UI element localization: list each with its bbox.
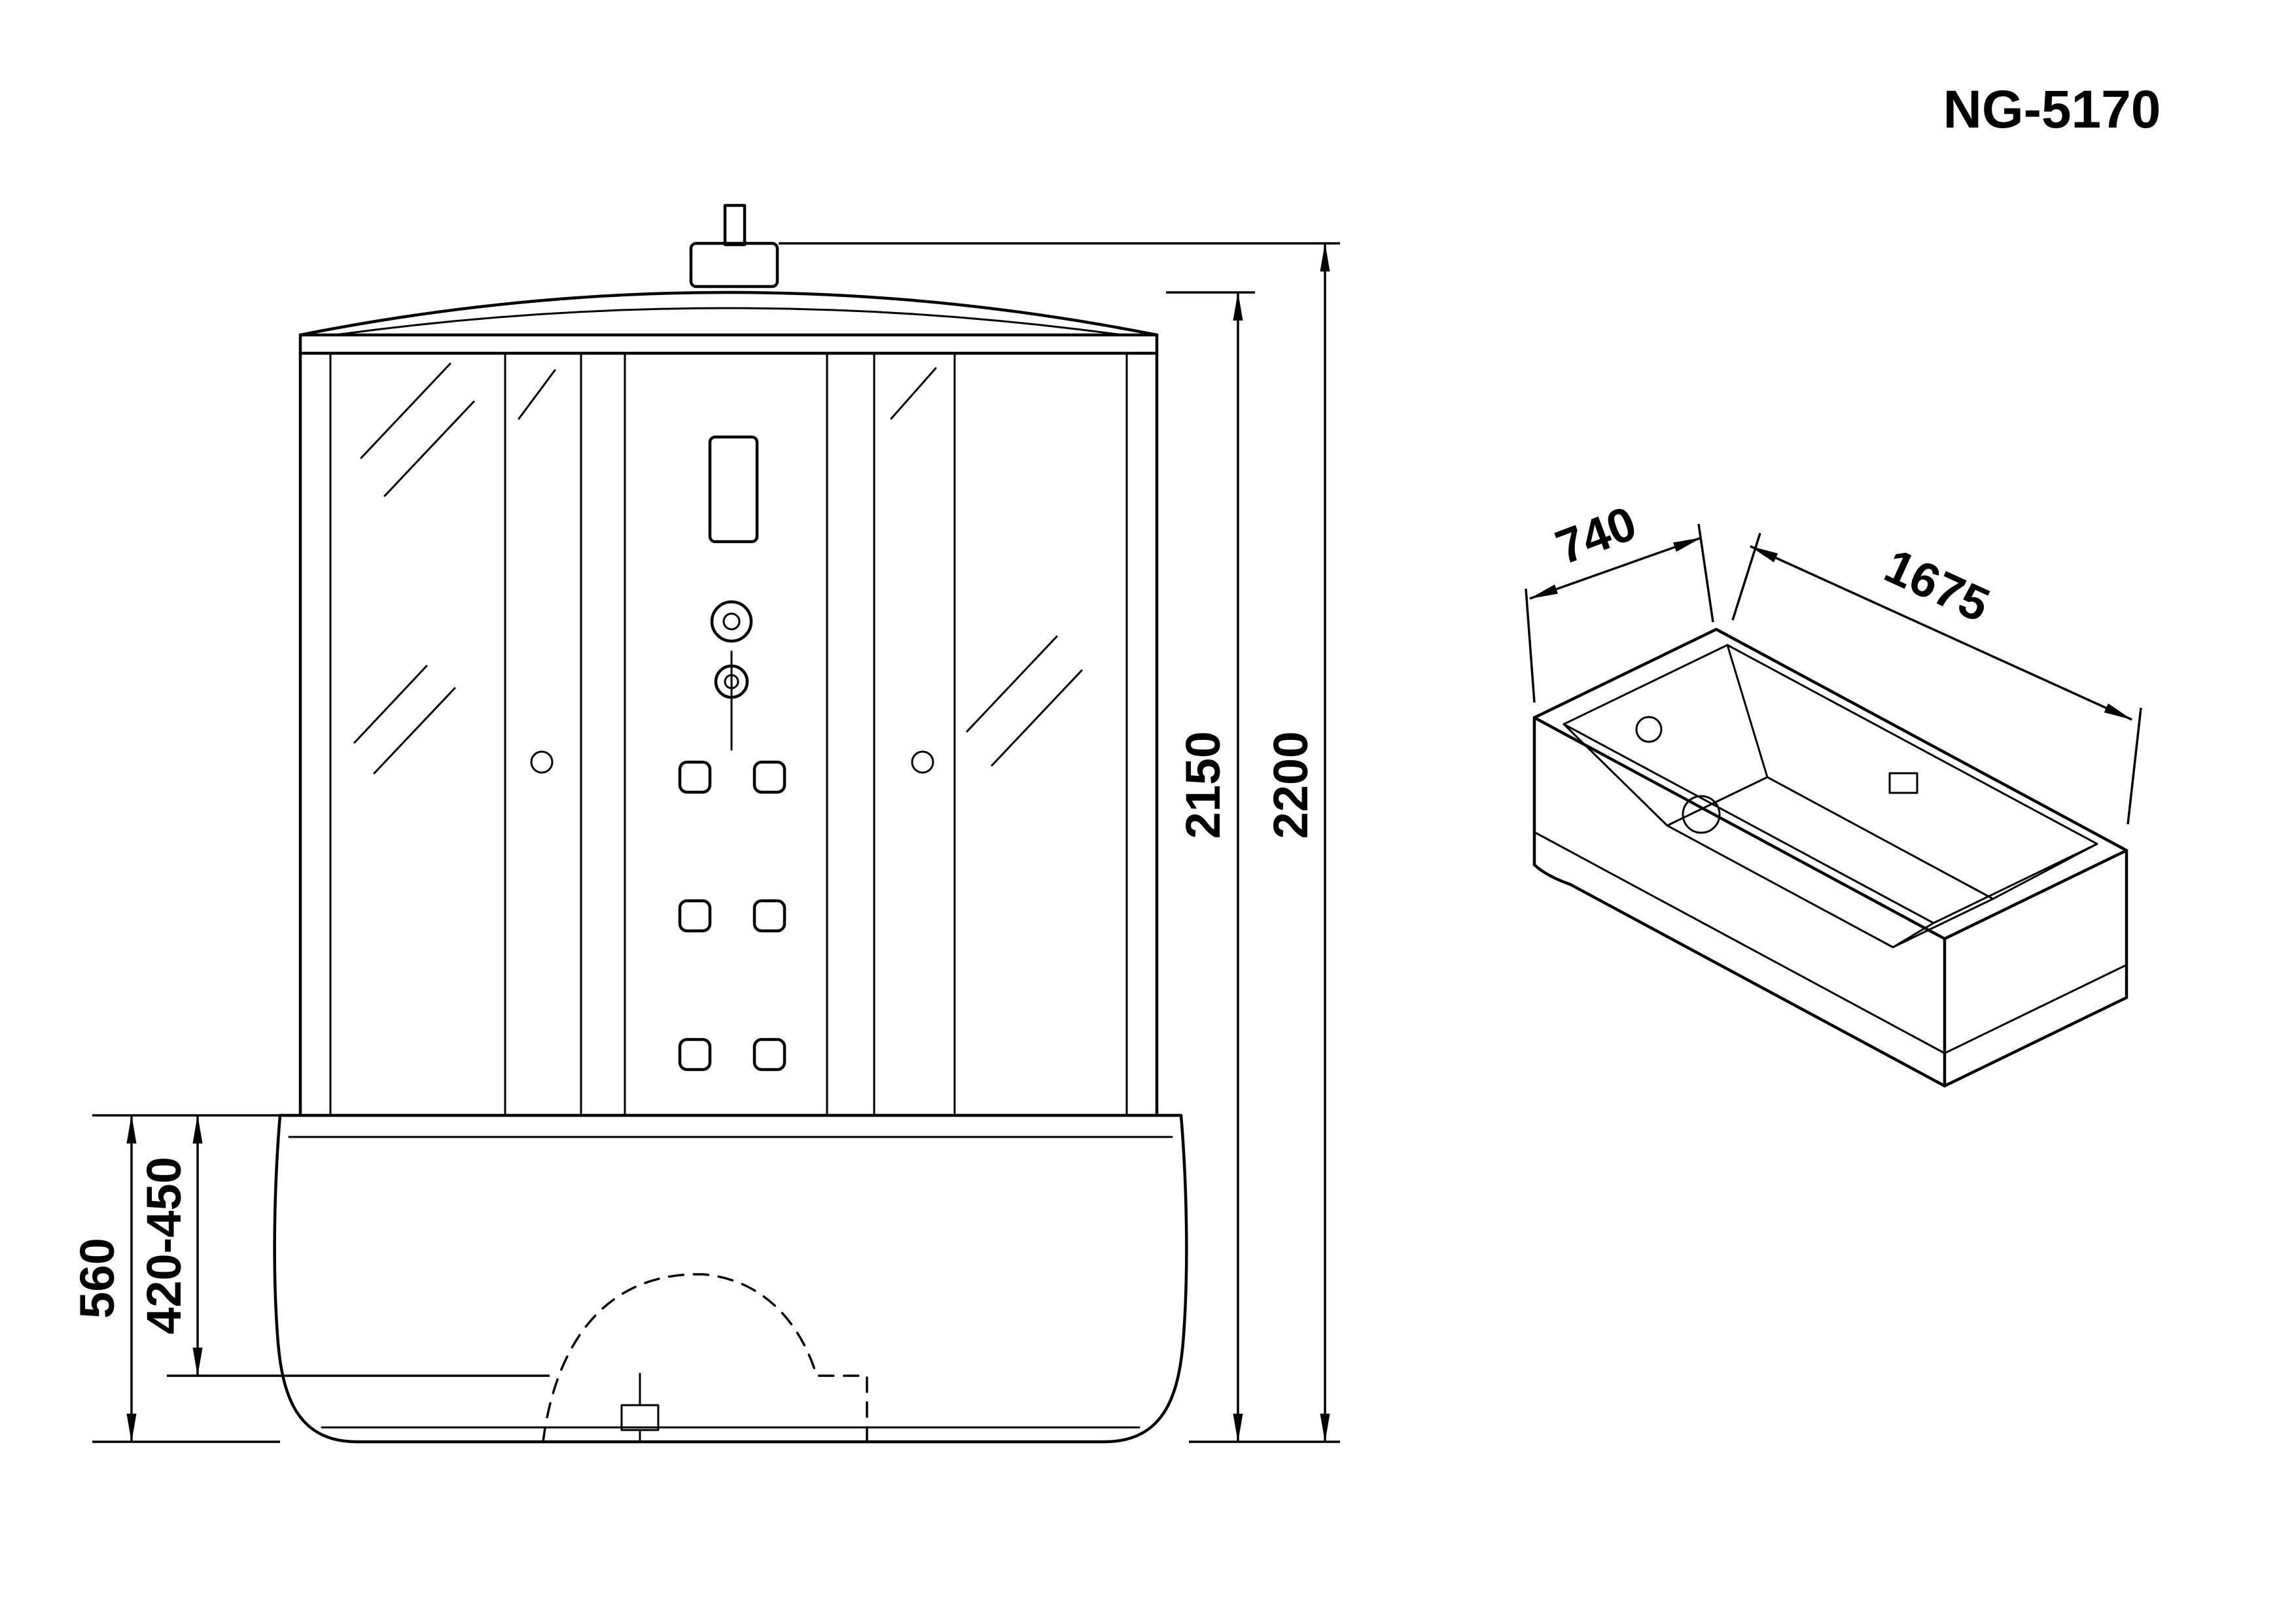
extension-line xyxy=(1731,532,1761,621)
model-number: NG-5170 xyxy=(1943,80,2161,139)
reflection-mark xyxy=(890,367,937,420)
dimension-total-height-2200: 2200 xyxy=(779,242,1340,1443)
dimension-line xyxy=(1750,545,2132,721)
jet xyxy=(752,760,786,794)
roof-outer-arc xyxy=(298,290,1159,337)
tub-inner-rim xyxy=(1563,644,2098,924)
extension-line xyxy=(2127,707,2142,825)
glass-reflection-marks xyxy=(353,362,1083,775)
front-view-shower-cabin xyxy=(273,203,1188,1444)
dimension-label-total-height: 2200 xyxy=(1263,731,1318,839)
dimension-tub-length-1675: 1675 xyxy=(1731,532,2142,825)
roof xyxy=(298,203,1159,355)
dimension-label-tray-inner-height: 420-450 xyxy=(137,1157,191,1335)
tub-overflow xyxy=(1888,772,1918,794)
dimension-label-tub-length: 1675 xyxy=(1877,538,1997,633)
drain-assembly xyxy=(620,1372,660,1443)
shower-pipe-cap xyxy=(689,241,779,288)
roof-inner-arc xyxy=(334,307,1123,336)
tub-jet-hole xyxy=(1635,716,1663,743)
reflection-mark xyxy=(373,687,456,775)
shower-tray xyxy=(273,1113,1188,1444)
tray-right-outline xyxy=(1103,1113,1188,1444)
dimension-label-cabin-height: 2150 xyxy=(1176,731,1230,839)
jet xyxy=(752,1038,786,1072)
tray-left-outline xyxy=(273,1113,359,1444)
seat-contour-dashed xyxy=(542,1273,868,1443)
dimension-tray-height-560: 560 xyxy=(70,1114,550,1443)
drain-trap xyxy=(620,1404,660,1431)
bowl-wall-edge xyxy=(1992,843,2098,900)
reflection-mark xyxy=(991,669,1083,767)
dimension-tub-width-740: 740 xyxy=(1525,496,1714,703)
dimension-tray-inner-height-420-450: 420-450 xyxy=(137,1115,203,1376)
tub-bottom-edges xyxy=(1532,863,2128,1088)
isometric-tub-view: 740 1675 xyxy=(1525,496,2142,1088)
shower-pipe-stem xyxy=(723,203,747,247)
reflection-mark xyxy=(360,362,451,459)
dimension-line xyxy=(1529,536,1702,600)
tub-drain-hole xyxy=(1682,795,1721,834)
reflection-mark xyxy=(353,665,428,744)
jet xyxy=(678,760,712,794)
door-handle-right xyxy=(911,750,934,774)
extension-line xyxy=(1525,588,1536,703)
jet xyxy=(678,899,712,933)
mixer-knob xyxy=(710,600,753,643)
jet xyxy=(678,1038,712,1072)
cabin-frame xyxy=(298,333,1159,1117)
hydromassage-jets xyxy=(678,760,786,1072)
bowl-wall-edge xyxy=(1892,922,1935,949)
reflection-mark xyxy=(518,369,556,420)
bowl-wall-edge xyxy=(1726,644,1769,778)
reflection-mark xyxy=(383,400,475,497)
dimension-label-tray-height: 560 xyxy=(70,1238,124,1318)
tub-skirt-line-front xyxy=(1533,831,1946,1055)
jet xyxy=(752,899,786,933)
mixer-knob-center xyxy=(722,612,741,631)
door-handle-left xyxy=(530,750,554,774)
reflection-mark xyxy=(966,635,1058,733)
dimension-cabin-height-2150: 2150 xyxy=(1166,291,1255,1442)
tub-skirt-line-right xyxy=(1943,964,2128,1055)
display-screen xyxy=(708,435,759,544)
bowl-wall-edge xyxy=(1563,723,1669,827)
control-panel xyxy=(708,435,759,751)
